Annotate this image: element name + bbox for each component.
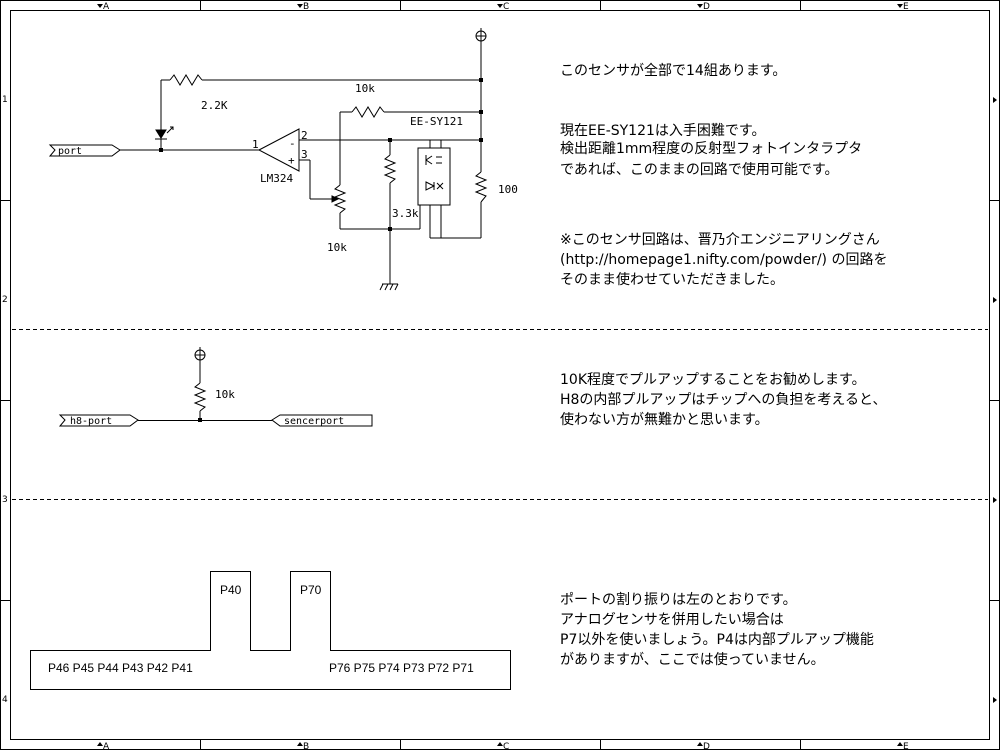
note-line: 使わない方が無難かと思います。 (560, 411, 769, 428)
col-marker (97, 742, 103, 746)
col-label-bottom: E (903, 742, 909, 750)
col-marker (97, 4, 103, 8)
junction-dots (159, 78, 483, 231)
resistor-value: 10k (355, 82, 375, 95)
note-section-1: このセンサが全部で14組あります。 現在EE-SY121は入手困難です。 検出距… (560, 62, 887, 288)
port-label: port (58, 146, 82, 157)
col-marker (497, 4, 503, 8)
col-label-bottom: A (103, 742, 110, 750)
row-label-left: 4 (2, 695, 8, 705)
note-line: アナログセンサを併用したい場合は (560, 612, 784, 628)
note-line: H8の内部プルアップはチップへの負担を考えると、 (560, 392, 886, 408)
opamp-label: LM324 (260, 172, 293, 185)
port-symbol (48, 144, 121, 157)
note-line: がありますが、ここでは使っていません。 (560, 651, 825, 668)
row-label-left: 1 (2, 95, 8, 105)
frame-labels: A B C D E A B C D E 1 2 3 4 (2, 2, 909, 750)
row-label-left: 2 (2, 295, 8, 305)
col-label-top: A (103, 2, 110, 12)
resistor-pullup (193, 382, 207, 412)
opamp-pin-out: 1 (252, 138, 259, 151)
col-label-top: B (303, 2, 309, 12)
h8-port-label: h8-port (70, 416, 112, 427)
row-marker (993, 297, 997, 303)
sensor-circuit-labels: 2.2K 10k EE-SY121 1 2 3 - + LM324 3.3k 1… (201, 82, 518, 254)
opamp-pin-plus: 3 (301, 148, 308, 161)
row-marker (993, 97, 997, 103)
sensor-port-label: sencerport (284, 416, 344, 427)
ir-led-icon (425, 181, 444, 191)
ground-icon (379, 283, 399, 291)
note-line: ※このセンサ回路は、晋乃介エンジニアリングさん (560, 232, 880, 248)
col-marker (897, 742, 903, 746)
pin-p70: P70 (300, 583, 322, 597)
resistor-value: 10k (215, 388, 235, 401)
col-marker (697, 742, 703, 746)
row-marker (993, 497, 997, 503)
resistor-value: 100 (498, 183, 518, 196)
col-marker (297, 742, 303, 746)
col-marker (297, 4, 303, 8)
h8-port-symbol (58, 414, 139, 427)
note-line: (http://homepage1.nifty.com/powder/) の回路… (560, 252, 887, 268)
note-line: ポートの割り振りは左のとおりです。 (560, 591, 797, 608)
junction-dot (198, 418, 202, 422)
opamp-pin-minus: 2 (301, 129, 308, 142)
note-line: このセンサが全部で14組あります。 (560, 62, 786, 79)
resistor-3k3 (383, 154, 397, 184)
sensor-port-symbol (271, 414, 373, 427)
note-section-3: ポートの割り振りは左のとおりです。 アナログセンサを併用したい場合は P7以外を… (560, 591, 874, 668)
col-marker (897, 4, 903, 8)
note-line: 10K程度でプルアップすることをお勧めします。 (560, 371, 866, 388)
note-line: そのまま使わせていただきました。 (560, 271, 784, 288)
col-label-top: E (903, 2, 909, 12)
note-line: P7以外を使いましょう。P4は内部プルアップ機能 (560, 631, 874, 648)
potentiometer (333, 184, 347, 214)
resistor-100 (474, 171, 488, 203)
note-section-2: 10K程度でプルアップすることをお勧めします。 H8の内部プルアップはチップへの… (560, 371, 886, 428)
opamp-minus-sign: - (289, 137, 296, 150)
col-marker (697, 4, 703, 8)
note-line: 現在EE-SY121は入手困難です。 (560, 123, 766, 139)
frame-markers (97, 4, 997, 746)
col-label-bottom: D (703, 742, 710, 750)
resistor-2k2 (169, 74, 203, 86)
pullup-circuit (58, 347, 373, 427)
opamp-plus-sign: + (288, 154, 295, 167)
pin-map-outline (30, 571, 511, 690)
col-label-top: D (703, 2, 710, 12)
col-label-bottom: C (503, 742, 509, 750)
pins-p4-row: P46 P45 P44 P43 P42 P41 (48, 661, 193, 675)
pins-p7-row: P76 P75 P74 P73 P72 P71 (329, 661, 474, 675)
col-label-bottom: B (303, 742, 309, 750)
resistor-feedback (351, 106, 385, 118)
row-marker (993, 697, 997, 703)
phototransistor-icon (425, 155, 442, 165)
resistor-value: 3.3k (392, 207, 419, 220)
pin-p40: P40 (220, 583, 242, 597)
note-line: 検出距離1mm程度の反射型フォトインタラプタ (560, 140, 862, 157)
sensor-package (417, 147, 451, 206)
opamp-icon (257, 128, 300, 172)
pot-value: 10k (327, 241, 347, 254)
resistor-value: 2.2K (201, 99, 228, 112)
note-line: であれば、このままの回路で使用可能です。 (560, 161, 838, 178)
col-marker (497, 742, 503, 746)
sensor-part-label: EE-SY121 (410, 115, 463, 128)
col-label-top: C (503, 2, 509, 12)
row-label-left: 3 (2, 495, 8, 505)
